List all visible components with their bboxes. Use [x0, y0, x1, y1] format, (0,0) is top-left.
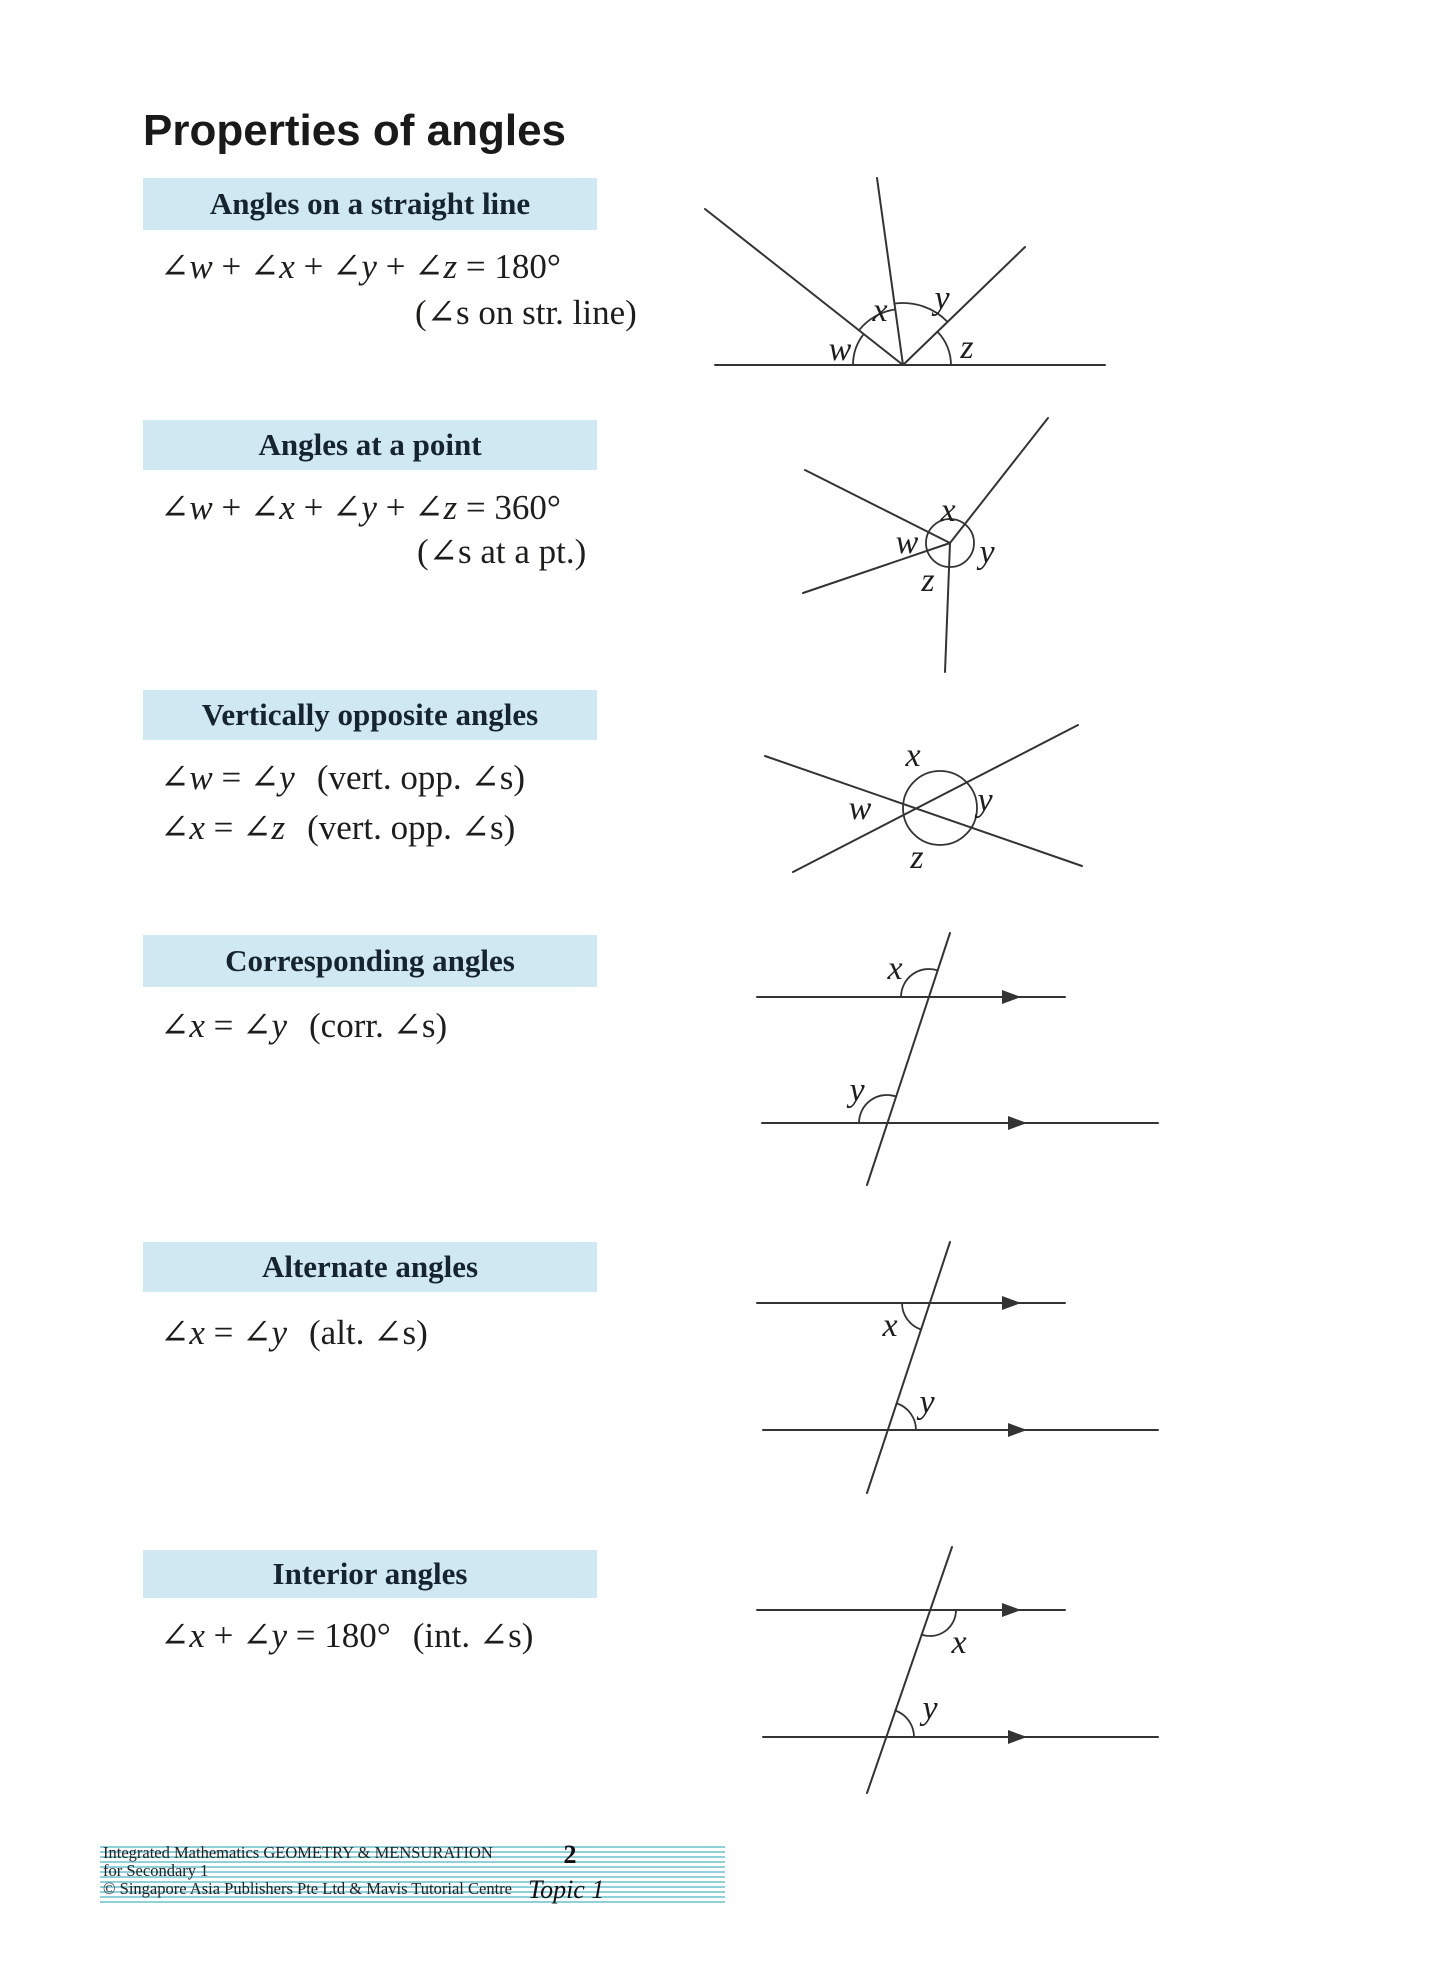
ray-up-vertical: [876, 177, 904, 366]
angle-label-x: x: [881, 1307, 897, 1344]
angle-arc-w: [852, 333, 865, 366]
formula-text: ∠x = ∠y: [160, 1313, 287, 1352]
angle-label-w: w: [896, 524, 919, 561]
angle-label-x: x: [939, 492, 955, 529]
transversal: [866, 1241, 951, 1494]
crossing-line-2: [792, 724, 1079, 873]
diagram-angles-on-straight-line: w x y z: [704, 177, 1106, 368]
section-heading: Corresponding angles: [225, 943, 515, 978]
diagram-interior-angles: x y: [756, 1546, 1159, 1794]
formula-text: ∠x + ∠y = 180°: [160, 1616, 391, 1655]
formula-note: (alt. ∠s): [309, 1313, 428, 1352]
angle-label-y: y: [976, 534, 995, 571]
formula-text: ∠x = ∠y: [160, 1006, 287, 1045]
formula-vert-opposite-1: ∠w = ∠y (vert. opp. ∠s): [160, 758, 525, 798]
section-header-vert-opposite: Vertically opposite angles: [143, 690, 597, 740]
formula-note: (corr. ∠s): [309, 1006, 448, 1045]
formula-note-at-a-point: (∠s at a pt.): [417, 532, 587, 571]
transversal: [866, 932, 951, 1186]
angle-arc-z: [936, 330, 952, 366]
angle-circle: [902, 770, 978, 846]
angle-circle: [925, 518, 975, 568]
section-header-at-a-point: Angles at a point: [143, 420, 597, 470]
ray-south: [944, 542, 951, 673]
ray-up-right: [902, 246, 1026, 366]
ray-wnw: [804, 469, 951, 544]
angle-label-x: x: [871, 292, 887, 329]
angle-label-z: z: [959, 329, 973, 366]
angle-label-x: x: [950, 1624, 966, 1661]
formula-text: ∠w = ∠y: [160, 758, 295, 797]
section-header-interior: Interior angles: [143, 1550, 597, 1598]
formula-note: (int. ∠s): [412, 1616, 534, 1655]
formula-note: (vert. opp. ∠s): [307, 808, 516, 847]
angle-arc-y: [895, 1402, 917, 1431]
footer-book-subtitle: for Secondary 1: [103, 1861, 209, 1880]
section-heading: Angles at a point: [258, 427, 482, 462]
angle-label-y: y: [974, 782, 993, 819]
section-heading: Alternate angles: [261, 1249, 479, 1284]
angle-label-z: z: [920, 562, 934, 599]
angle-arc-y: [894, 1709, 915, 1738]
topic-label: Topic 1: [528, 1875, 605, 1904]
section-heading: Interior angles: [272, 1556, 468, 1591]
arrowhead-bottom: [1008, 1730, 1027, 1744]
section-heading: Vertically opposite angles: [201, 697, 539, 732]
angle-arc-x: [920, 1609, 957, 1637]
section-header-straight-line: Angles on a straight line: [143, 178, 597, 230]
formula-note-straight-line: (∠s on str. line): [415, 293, 637, 332]
angle-arc-x: [858, 308, 897, 332]
formula-corresponding: ∠x = ∠y (corr. ∠s): [160, 1006, 447, 1046]
angle-label-x: x: [904, 737, 920, 774]
footer-stripes: [100, 1843, 725, 1903]
formula-straight-line: ∠w + ∠x + ∠y + ∠z = 180°: [160, 247, 561, 286]
formula-vert-opposite-2: ∠x = ∠z (vert. opp. ∠s): [160, 808, 515, 848]
angle-label-w: w: [849, 790, 872, 827]
page-number: 2: [563, 1840, 577, 1869]
section-header-alternate: Alternate angles: [143, 1242, 597, 1292]
arrowhead-top: [1002, 1296, 1021, 1310]
diagram-alternate-angles: x y: [756, 1241, 1159, 1494]
formula-alternate: ∠x = ∠y (alt. ∠s): [160, 1313, 428, 1353]
angle-label-z: z: [909, 839, 923, 876]
angle-label-y: y: [931, 280, 950, 317]
angle-arc-x: [901, 1302, 923, 1331]
angle-arc-x: [900, 968, 939, 998]
diagram-angles-at-a-point: x w y z: [802, 417, 1049, 673]
formula-at-a-point: ∠w + ∠x + ∠y + ∠z = 360°: [160, 488, 561, 527]
arrowhead-top: [1002, 990, 1021, 1004]
arrowhead-top: [1002, 1603, 1021, 1617]
angle-arc-y: [893, 302, 949, 323]
angle-arc-y: [858, 1094, 897, 1124]
angle-label-y: y: [919, 1690, 938, 1727]
diagram-corresponding-angles: x y: [756, 932, 1159, 1186]
angle-label-y: y: [846, 1072, 865, 1109]
ray-up-left: [704, 208, 904, 366]
ray-wsw: [802, 542, 951, 594]
arrowhead-bottom: [1008, 1116, 1027, 1130]
diagram-vertically-opposite: x w y z: [764, 724, 1083, 876]
arrowhead-bottom: [1008, 1423, 1027, 1437]
ray-ne: [949, 417, 1049, 544]
footer-copyright: © Singapore Asia Publishers Pte Ltd & Ma…: [103, 1879, 512, 1898]
crossing-line-1: [764, 755, 1083, 867]
section-header-corresponding: Corresponding angles: [143, 935, 597, 987]
formula-note: (vert. opp. ∠s): [316, 758, 525, 797]
angle-label-y: y: [916, 1384, 935, 1421]
angle-label-w: w: [829, 331, 852, 368]
angle-label-x: x: [886, 950, 902, 987]
page-title: Properties of angles: [143, 106, 567, 155]
formula-text: ∠x = ∠z: [160, 808, 286, 847]
transversal: [866, 1546, 953, 1794]
formula-interior: ∠x + ∠y = 180° (int. ∠s): [160, 1616, 533, 1656]
footer-book-title: Integrated Mathematics GEOMETRY & MENSUR…: [103, 1843, 493, 1862]
section-heading: Angles on a straight line: [209, 186, 531, 221]
